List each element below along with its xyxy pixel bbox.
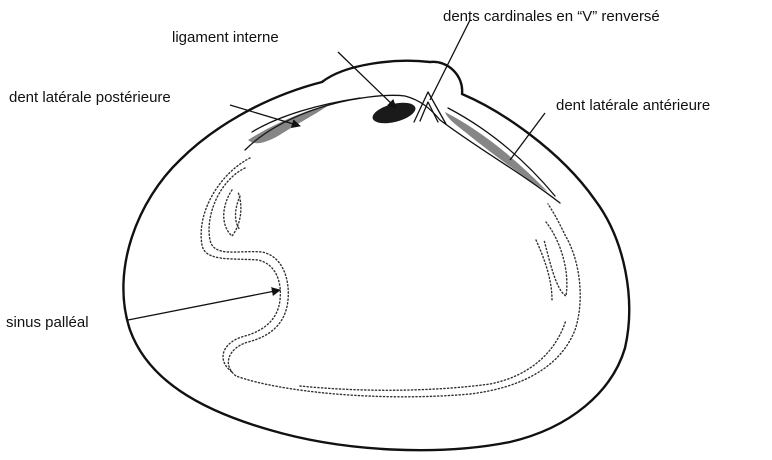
- posterior-adductor-scar: [224, 190, 241, 236]
- pallial-line: [209, 168, 580, 397]
- anterior-lateral-tooth-shade: [445, 112, 548, 192]
- leader-sinus-palleal: [128, 290, 280, 320]
- leader-dents-cardinales: [430, 20, 470, 100]
- leader-dent-laterale-anterieure: [510, 113, 545, 160]
- pallial-line-outer: [201, 158, 280, 372]
- posterior-adductor-scar-inner: [236, 196, 241, 230]
- label-dent-laterale-anterieure: dent latérale antérieure: [556, 97, 710, 114]
- cardinal-teeth: [414, 92, 446, 124]
- label-sinus-palleal: sinus palléal: [6, 314, 89, 331]
- label-dents-cardinales: dents cardinales en “V” renversé: [443, 8, 660, 25]
- internal-ligament: [370, 99, 417, 127]
- label-ligament-interne: ligament interne: [172, 29, 279, 46]
- label-dent-laterale-posterieure: dent latérale postérieure: [9, 89, 171, 106]
- anterior-adductor-scar-inner: [536, 240, 552, 300]
- posterior-lateral-tooth-shade: [248, 104, 330, 143]
- anterior-adductor-scar: [544, 222, 567, 296]
